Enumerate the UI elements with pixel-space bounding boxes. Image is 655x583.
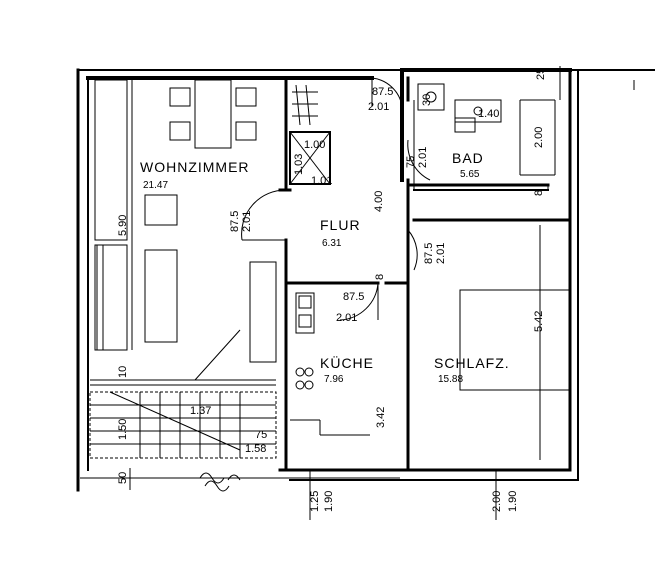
dim-158: 1.58 <box>245 443 266 455</box>
kitchen-fixtures <box>290 292 370 436</box>
doors <box>241 77 431 321</box>
dim-201-top: 2.01 <box>368 101 389 113</box>
room-name-bad: BAD <box>452 150 484 166</box>
outer-walls <box>76 68 655 492</box>
dim-542: 5.42 <box>533 311 545 332</box>
dim-190a: 1.90 <box>323 491 335 512</box>
room-name-flur: FLUR <box>320 217 361 233</box>
room-labels: WOHNZIMMER 21.47 FLUR 6.31 KÜCHE 7.96 SC… <box>140 150 510 385</box>
dim-201-wohn: 2.01 <box>241 211 253 232</box>
dim-590: 5.90 <box>117 215 129 236</box>
dim-125: 1.25 <box>309 491 321 512</box>
dim-140: 1.40 <box>478 108 499 120</box>
inner-walls <box>278 76 572 472</box>
dim-150: 1.50 <box>117 419 129 440</box>
dim-200-bad: 2.00 <box>533 127 545 148</box>
dim-30: 30 <box>421 94 433 106</box>
dim-875-top: 87.5 <box>372 86 393 98</box>
balcony <box>89 391 277 492</box>
living-room-furniture <box>90 79 277 386</box>
dim-8a: 8 <box>374 274 386 280</box>
dim-25: 25 <box>535 68 547 80</box>
dim-201-bad: 2.01 <box>417 147 429 168</box>
room-area-bad: 5.65 <box>460 169 480 180</box>
dim-103: 1.03 <box>293 154 305 175</box>
room-name-kueche: KÜCHE <box>320 354 374 371</box>
dim-100: 1.00 <box>304 139 325 151</box>
room-area-kueche: 7.96 <box>324 374 344 385</box>
room-area-schlafz: 15.88 <box>438 374 463 385</box>
dim-200b: 2.00 <box>491 491 503 512</box>
dim-75b: 75 <box>255 429 267 441</box>
dim-10: 10 <box>117 366 129 378</box>
dim-342: 3.42 <box>375 407 387 428</box>
dimension-labels: 87.5 2.01 87.5 2.01 75 2.01 87.5 2.01 87… <box>117 68 547 512</box>
bath-fixtures <box>417 83 502 133</box>
dim-875-schl: 87.5 <box>423 243 435 264</box>
dim-137: 1.37 <box>190 405 211 417</box>
stair-shaft <box>289 84 331 185</box>
dim-101: 1.01 <box>311 175 332 187</box>
dim-400: 4.00 <box>373 191 385 212</box>
room-name-wohnzimmer: WOHNZIMMER <box>140 159 250 175</box>
dimension-lines <box>80 66 561 520</box>
dim-875-kue: 87.5 <box>343 291 364 303</box>
dim-190b: 1.90 <box>507 491 519 512</box>
room-area-flur: 6.31 <box>322 238 342 249</box>
dim-8b: 8 <box>533 190 545 196</box>
bedroom-furniture <box>459 185 571 460</box>
dim-201-schl: 2.01 <box>435 243 447 264</box>
dim-75-bad: 75 <box>405 156 417 168</box>
dim-50: 50 <box>117 472 129 484</box>
room-name-schlafz: SCHLAFZ. <box>434 355 510 371</box>
room-area-wohnzimmer: 21.47 <box>143 180 168 191</box>
dim-201-kue: 2.01 <box>336 312 357 324</box>
dim-875-wohn: 87.5 <box>229 211 241 232</box>
